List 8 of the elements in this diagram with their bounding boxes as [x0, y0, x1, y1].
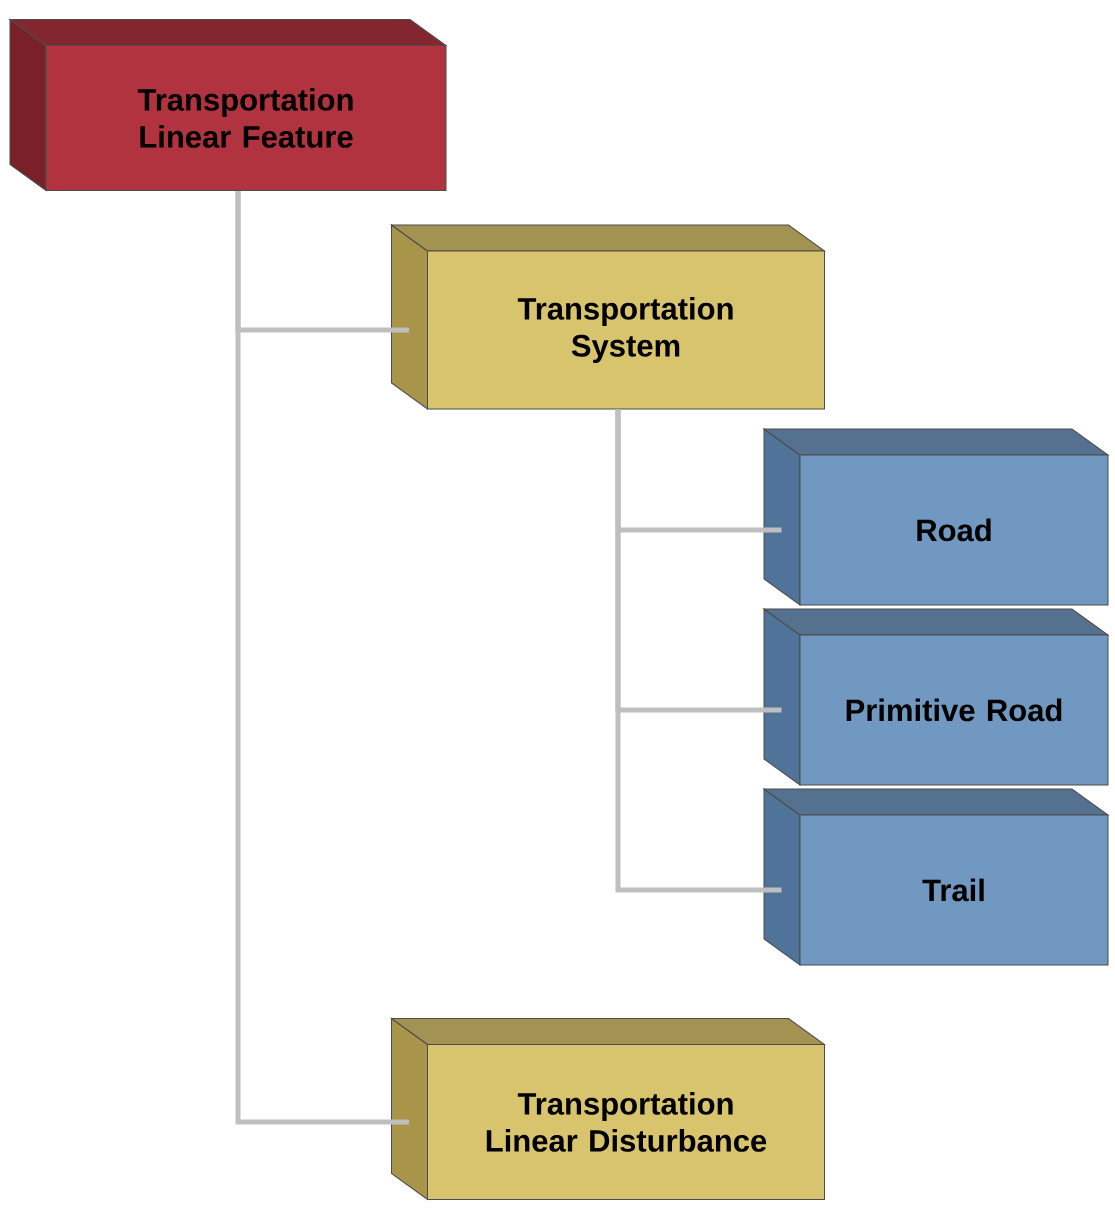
box: Primitive Road	[763, 608, 1109, 786]
box: Transportation Linear Disturbance	[391, 1018, 825, 1200]
box: Transportation System	[391, 224, 825, 410]
connector-line	[615, 409, 782, 893]
connector-line	[235, 191, 409, 1125]
box: Transportation Linear Feature	[9, 19, 447, 191]
box: Trail	[763, 788, 1109, 966]
box: Road	[763, 428, 1109, 606]
